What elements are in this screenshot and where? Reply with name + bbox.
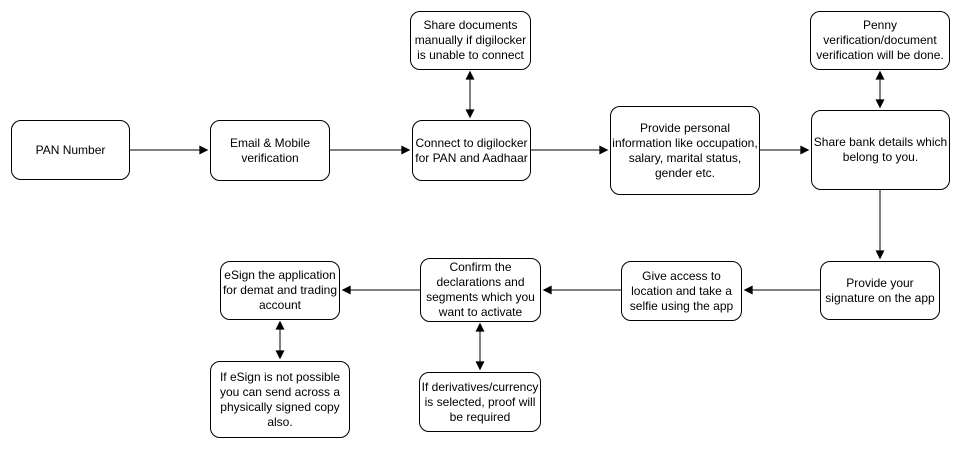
node-physical-copy: If eSign is not possible you can send ac…	[210, 361, 350, 438]
node-esign: eSign the application for demat and trad…	[220, 261, 340, 320]
node-location-selfie: Give access to location and take a selfi…	[621, 261, 742, 321]
node-digilocker: Connect to digilocker for PAN and Aadhaa…	[412, 120, 531, 181]
node-share-documents: Share documents manually if digilocker i…	[410, 11, 531, 70]
node-penny-verification: Penny verification/document verification…	[810, 11, 950, 70]
node-email-mobile: Email & Mobile verification	[210, 120, 330, 181]
node-derivatives-proof: If derivatives/currency is selected, pro…	[419, 372, 541, 432]
node-pan-number: PAN Number	[11, 120, 130, 180]
node-personal-info: Provide personal information like occupa…	[610, 106, 760, 195]
node-signature: Provide your signature on the app	[820, 261, 940, 320]
node-confirm-segments: Confirm the declarations and segments wh…	[420, 258, 541, 322]
node-bank-details: Share bank details which belong to you.	[811, 110, 950, 190]
